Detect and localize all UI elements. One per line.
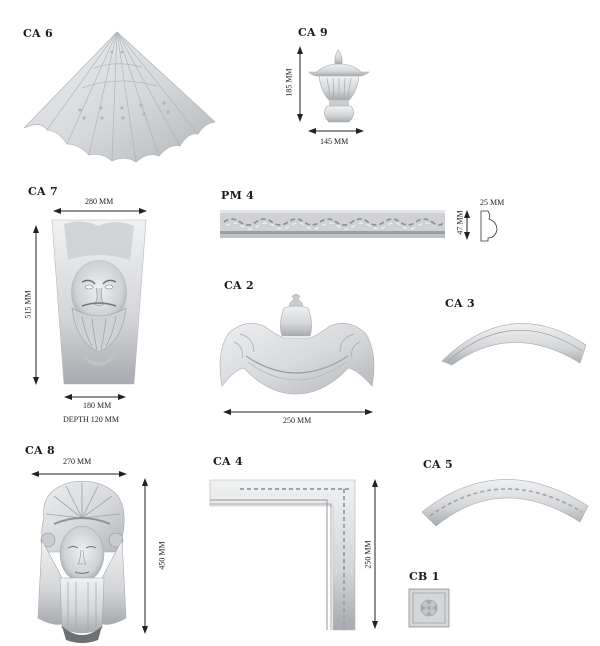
width-dimension-arrow — [30, 470, 128, 478]
item-code-ca7: CA 7 — [28, 185, 58, 198]
dimension-ca7-depth: DEPTH 120 MM — [63, 415, 120, 424]
height-dimension-arrow — [32, 224, 40, 386]
product-image-ca8-female-face-mask — [32, 478, 132, 646]
dimension-pm4-profile-depth: 25 MM — [480, 198, 505, 207]
width-dimension-arrow — [307, 127, 365, 135]
height-dimension-arrow — [141, 477, 149, 635]
product-image-ca3-arch-segment — [440, 313, 588, 366]
product-image-pm4-moulding — [220, 210, 445, 238]
product-image-ca5-arch-segment — [420, 470, 590, 528]
product-image-ca4-corner-frame — [209, 479, 356, 631]
item-code-ca6: CA 6 — [23, 27, 53, 40]
item-code-cb1: CB 1 — [409, 570, 440, 583]
profile-outline-icon — [479, 210, 503, 242]
dimension-ca7-top-width: 280 MM — [85, 197, 114, 206]
dimension-ca9-width: 145 MM — [320, 137, 349, 146]
bottom-width-dimension-arrow — [63, 393, 127, 401]
dimension-ca2-width: 250 MM — [283, 416, 312, 425]
product-image-ca6-fan-ceiling-piece — [22, 30, 222, 170]
item-code-ca4: CA 4 — [213, 455, 243, 468]
item-code-ca5: CA 5 — [423, 458, 453, 471]
dimension-ca7-bottom-width: 180 MM — [83, 401, 112, 410]
item-code-pm4: PM 4 — [221, 189, 255, 202]
item-code-ca2: CA 2 — [224, 279, 254, 292]
product-image-ca9-finial — [305, 48, 375, 128]
product-image-cb1-rosette-block — [408, 588, 450, 628]
dimension-ca7-height: 515 MM — [23, 290, 33, 319]
dimension-ca8-height: 450 MM — [157, 541, 167, 570]
height-dimension-arrow — [296, 45, 304, 123]
top-width-dimension-arrow — [52, 207, 148, 215]
height-dimension-arrow — [463, 209, 471, 241]
width-dimension-arrow — [222, 408, 374, 416]
item-code-ca3: CA 3 — [445, 297, 475, 310]
dimension-ca9-height: 185 MM — [284, 68, 294, 97]
item-code-ca8: CA 8 — [25, 444, 55, 457]
dimension-ca8-width: 270 MM — [63, 457, 92, 466]
dimension-ca4-height: 250 MM — [363, 540, 373, 569]
item-code-ca9: CA 9 — [298, 26, 328, 39]
product-image-ca7-bearded-face-keystone — [51, 219, 147, 385]
height-dimension-arrow — [371, 478, 379, 630]
product-image-ca2-crest-ornament — [214, 293, 380, 406]
